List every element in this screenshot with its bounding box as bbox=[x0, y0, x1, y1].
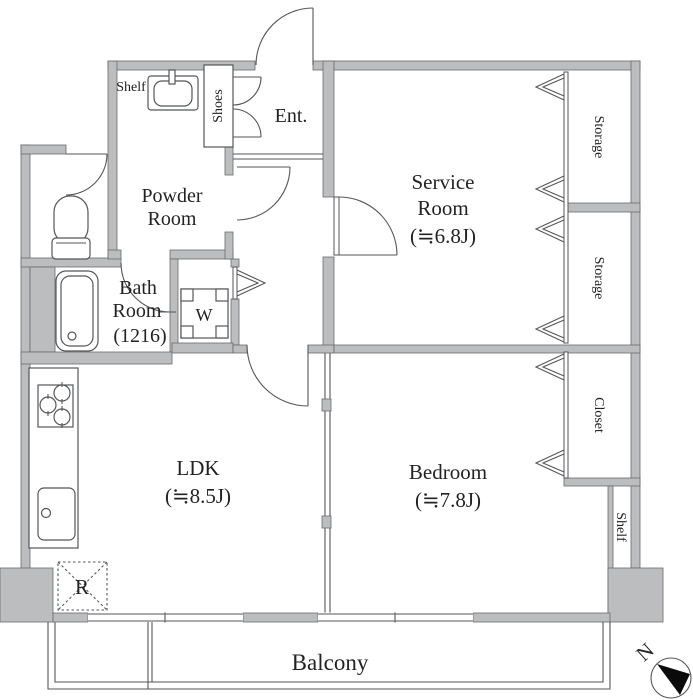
bath-room-label-1: Bath bbox=[119, 277, 157, 299]
compass-circle bbox=[650, 657, 692, 699]
compass: N bbox=[631, 638, 692, 699]
vanity-sink bbox=[147, 69, 199, 111]
service-room-label-1: Service bbox=[412, 170, 475, 194]
service-room-area: (≒6.8J) bbox=[410, 224, 476, 248]
closet-label: Closet bbox=[591, 397, 606, 433]
service-room-label-2: Room bbox=[417, 196, 468, 220]
shoes-cabinet bbox=[203, 64, 234, 148]
bath-room-label-2: Room bbox=[113, 300, 162, 322]
ldk-window bbox=[88, 612, 243, 623]
windows bbox=[88, 612, 473, 623]
washer-label: W bbox=[196, 305, 213, 325]
washing-machine-pan bbox=[180, 288, 229, 339]
powder-room-label-2: Room bbox=[148, 208, 197, 230]
ldk-label: LDK bbox=[176, 456, 219, 480]
bedroom-window bbox=[318, 612, 473, 623]
bath-room-size: (1216) bbox=[113, 325, 166, 347]
stove bbox=[37, 382, 74, 428]
shoes-cabinet-doors bbox=[232, 76, 262, 138]
storage-bifold-doors bbox=[535, 73, 565, 477]
storage-bottom-label: Storage bbox=[591, 257, 606, 300]
bath-door bbox=[120, 262, 176, 313]
hall-door bbox=[236, 166, 291, 221]
ldk-area: (≒8.5J) bbox=[165, 484, 231, 508]
service-room-door bbox=[338, 196, 398, 256]
walls bbox=[0, 60, 664, 623]
shelf-top-label: Shelf bbox=[116, 80, 146, 95]
kitchen-sink bbox=[37, 487, 76, 541]
refrigerator-space bbox=[57, 561, 108, 611]
partitions bbox=[203, 64, 569, 613]
shoes-label: Shoes bbox=[211, 89, 226, 122]
doors bbox=[65, 7, 565, 477]
balcony-label: Balcony bbox=[292, 650, 369, 675]
balcony-outline bbox=[47, 622, 611, 690]
bathtub bbox=[55, 270, 99, 352]
ldk-door bbox=[246, 344, 309, 407]
powder-room-label-1: Powder bbox=[141, 185, 202, 207]
toilet-door bbox=[65, 153, 108, 196]
shelf-right-label: Shelf bbox=[613, 512, 628, 542]
bedroom-label: Bedroom bbox=[409, 460, 487, 484]
toilet bbox=[51, 195, 91, 260]
entrance-door bbox=[255, 7, 314, 66]
compass-needle-icon bbox=[657, 664, 690, 695]
room-labels: Service Room (≒6.8J) Bedroom (≒7.8J) LDK… bbox=[75, 80, 628, 675]
compass-north-label: N bbox=[631, 638, 658, 666]
washer-bifold-door bbox=[236, 269, 266, 297]
fixtures bbox=[28, 69, 229, 611]
bedroom-area: (≒7.8J) bbox=[415, 488, 481, 512]
storage-top-label: Storage bbox=[591, 116, 606, 159]
entrance-label: Ent. bbox=[275, 105, 308, 127]
refrigerator-label: R bbox=[75, 575, 89, 599]
